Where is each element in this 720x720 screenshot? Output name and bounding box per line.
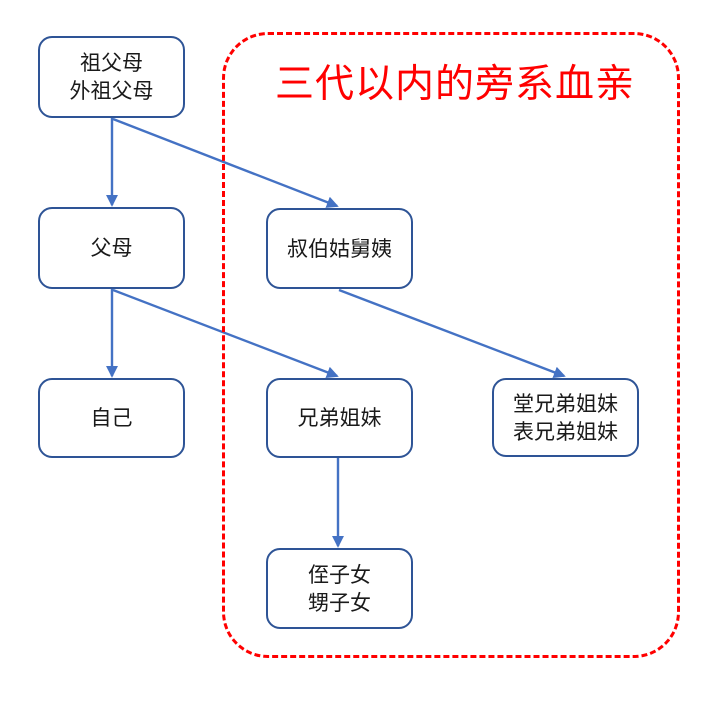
node-self[interactable]: 自己 [38,378,185,458]
node-uncles-aunts[interactable]: 叔伯姑舅姨 [266,208,413,289]
node-label: 兄弟姐妹 [297,406,382,430]
group-title: 三代以内的旁系血亲 [274,62,635,107]
node-label: 堂兄弟姐妹 表兄弟姐妹 [513,391,618,444]
node-label: 侄子女 甥子女 [308,562,371,615]
node-cousins[interactable]: 堂兄弟姐妹 表兄弟姐妹 [492,378,639,457]
node-label: 父母 [90,236,133,260]
node-label: 祖父母 外祖父母 [69,51,154,103]
node-nephews[interactable]: 侄子女 甥子女 [266,548,413,629]
node-grandparents[interactable]: 祖父母 外祖父母 [38,36,185,118]
node-parents[interactable]: 父母 [38,207,185,289]
edge-uncles-to-cousins [338,288,566,379]
edge-grandparents-to-uncles [112,117,339,208]
node-label: 自己 [90,406,133,430]
node-siblings[interactable]: 兄弟姐妹 [266,378,413,458]
edge-parents-to-siblings [112,288,339,378]
node-label: 叔伯姑舅姨 [287,236,392,261]
